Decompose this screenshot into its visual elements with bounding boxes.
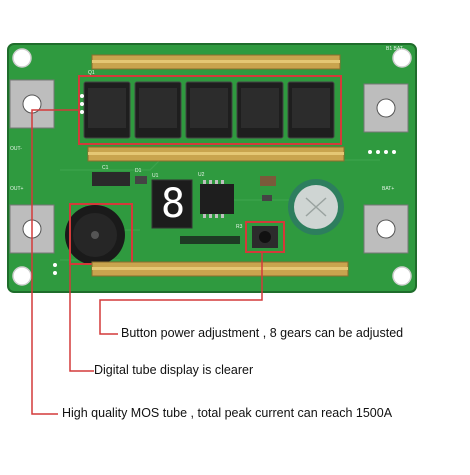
left-terminals [9,79,55,254]
top-bus-bar [91,54,341,70]
small-components [92,172,276,244]
board-label-bat-plus: BAT+ [382,186,395,192]
board-label-r3: R3 [236,224,243,230]
middle-bus-bar [87,146,345,162]
mounting-holes [12,48,412,286]
board-label-d1: D1 [135,168,142,174]
ic-chip [200,180,234,218]
callout-digital-tube: Digital tube display is clearer [94,363,254,377]
bottom-bus-bar [91,261,349,277]
callout-mos-tube: High quality MOS tube , total peak curre… [62,406,393,420]
board-label-c1: C1 [102,165,109,171]
callout-lines [31,109,263,415]
capacitor [288,179,344,235]
board-label-u2: U2 [198,172,205,178]
board-label-out-minus: OUT- [10,146,22,152]
push-button [245,221,285,253]
board-label-u1: U1 [152,173,159,179]
board-label-out-plus: OUT+ [10,186,24,192]
right-terminals [363,83,409,254]
seven-segment-digit: 8 [161,181,186,227]
callout-button: Button power adjustment , 8 gears can be… [121,326,404,340]
mos-tube-row [78,75,342,145]
buzzer [65,205,125,265]
digital-tube [69,179,193,265]
pad-dots [53,94,396,275]
board-label-top-right: B1 BAT- [386,46,405,52]
board-label-q1: Q1 [88,70,95,76]
